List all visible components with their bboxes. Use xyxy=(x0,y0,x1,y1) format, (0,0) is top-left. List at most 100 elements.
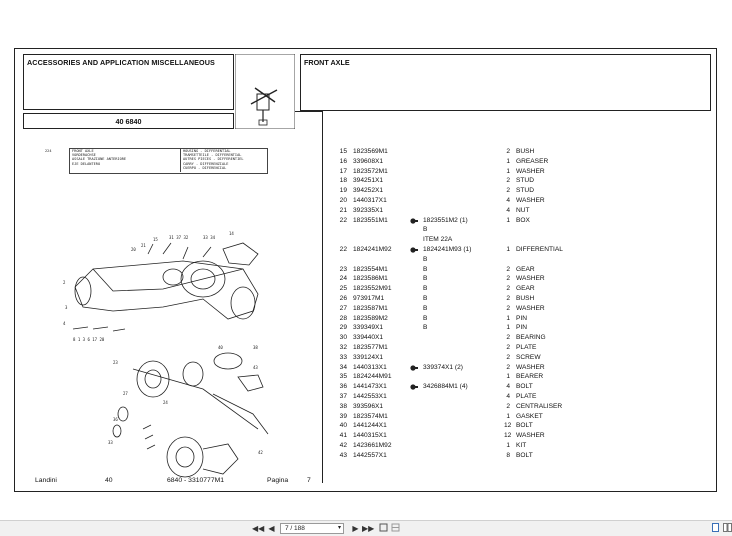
legend-line: EJE DELANTERO xyxy=(72,161,101,166)
alternate-marker-icon xyxy=(410,217,418,224)
parts-part-number: 1823589M2 xyxy=(353,314,388,322)
parts-part-number: 339608X1 xyxy=(353,157,384,165)
parts-alternate: 3426884M1 (4) xyxy=(423,383,468,391)
parts-part-number: 973917M1 xyxy=(353,294,385,302)
parts-quantity: 2 xyxy=(506,177,510,185)
parts-item-number: 22 xyxy=(339,245,347,253)
parts-alternate: 339374X1 (2) xyxy=(423,363,463,371)
legend-line: AUTRES PIECES - DIFFERENTIEL xyxy=(183,157,244,162)
parts-description: WASHER xyxy=(516,432,545,440)
parts-part-number: 1440317X1 xyxy=(353,196,387,204)
fit-page-icon[interactable] xyxy=(378,523,389,534)
parts-quantity: 2 xyxy=(506,187,510,195)
page-number-input[interactable]: 7 / 188 ▾ xyxy=(280,523,344,534)
footer-section: 40 xyxy=(105,477,113,484)
parts-item-number: 18 xyxy=(339,177,347,185)
parts-description: STUD xyxy=(516,187,534,195)
parts-quantity: 4 xyxy=(506,392,510,400)
parts-part-number: 1823574M1 xyxy=(353,412,388,420)
parts-item-number: 42 xyxy=(339,441,347,449)
parts-part-number: 1824241M92 xyxy=(353,245,392,253)
parts-part-number: 1423661M92 xyxy=(353,441,392,449)
parts-quantity: 2 xyxy=(506,402,510,410)
svg-text:4: 4 xyxy=(63,321,66,326)
parts-part-number: 339440X1 xyxy=(353,334,384,342)
svg-text:27: 27 xyxy=(123,391,128,396)
parts-item-number: 28 xyxy=(339,314,347,322)
svg-text:3: 3 xyxy=(65,305,68,310)
parts-item-number: 23 xyxy=(339,265,347,273)
legend-line: CUERPO - DIFERENCIAL xyxy=(183,165,227,170)
svg-text:21: 21 xyxy=(141,243,146,248)
legend-line: FRONT AXLE xyxy=(72,149,94,153)
single-page-view-icon[interactable] xyxy=(710,523,721,534)
parts-item-number: 41 xyxy=(339,432,347,440)
svg-text:14: 14 xyxy=(229,231,234,236)
drawing-ref: 224 xyxy=(45,149,52,153)
parts-description: BOLT xyxy=(516,451,533,459)
fit-width-icon[interactable] xyxy=(390,523,401,534)
parts-part-number: 1824244M91 xyxy=(353,373,392,381)
parts-part-number: 1440315X1 xyxy=(353,432,387,440)
svg-text:40: 40 xyxy=(218,345,223,350)
parts-alternate: B xyxy=(423,226,428,234)
parts-quantity: 2 xyxy=(506,265,510,273)
divider xyxy=(295,111,323,112)
parts-part-number: 392335X1 xyxy=(353,206,384,214)
parts-description: WASHER xyxy=(516,167,545,175)
parts-item-number: 33 xyxy=(339,353,347,361)
prev-page-icon[interactable]: ◀ xyxy=(268,524,275,533)
first-page-icon[interactable]: ◀◀ xyxy=(252,524,265,533)
catalog-page: ACCESSORIES AND APPLICATION MISCELLANEOU… xyxy=(14,48,717,492)
parts-description: WASHER xyxy=(516,275,545,283)
parts-quantity: 1 xyxy=(506,373,510,381)
svg-text:33: 33 xyxy=(108,440,113,445)
viewer-top-strip xyxy=(0,0,732,14)
parts-description: STUD xyxy=(516,177,534,185)
viewer-toolbar: ◀◀ ◀ 7 / 188 ▾ ▶ ▶▶ xyxy=(0,520,732,536)
parts-alternate: B xyxy=(423,314,428,322)
last-page-icon[interactable]: ▶▶ xyxy=(362,524,375,533)
parts-description: BOLT xyxy=(516,383,533,391)
two-page-view-icon[interactable] xyxy=(722,523,732,534)
parts-item-number: 25 xyxy=(339,285,347,293)
footer-page-label: Pagina xyxy=(267,477,289,484)
parts-item-number: 19 xyxy=(339,187,347,195)
parts-description: BOLT xyxy=(516,422,533,430)
parts-quantity: 2 xyxy=(506,294,510,302)
parts-item-number: 24 xyxy=(339,275,347,283)
parts-description: PLATE xyxy=(516,392,537,400)
parts-alternate: ITEM 22A xyxy=(423,236,453,244)
parts-alternate: B xyxy=(423,324,428,332)
parts-item-number: 29 xyxy=(339,324,347,332)
parts-item-number: 16 xyxy=(339,157,347,165)
chevron-down-icon[interactable]: ▾ xyxy=(337,525,341,531)
alternate-marker-icon xyxy=(410,247,418,253)
tractor-axle-icon xyxy=(235,54,295,129)
svg-text:20: 20 xyxy=(131,247,136,252)
legend-line: HOUSING - DIFFERENTIAL xyxy=(183,149,231,153)
footer-model-ref: 6840 - 3310777M1 xyxy=(167,477,225,484)
svg-text:15: 15 xyxy=(153,237,158,242)
legend-frame xyxy=(69,148,268,174)
svg-text:31 37 32: 31 37 32 xyxy=(169,235,189,240)
next-page-icon[interactable]: ▶ xyxy=(352,524,359,533)
parts-description: SCREW xyxy=(516,353,541,361)
parts-quantity: 1 xyxy=(506,412,510,420)
